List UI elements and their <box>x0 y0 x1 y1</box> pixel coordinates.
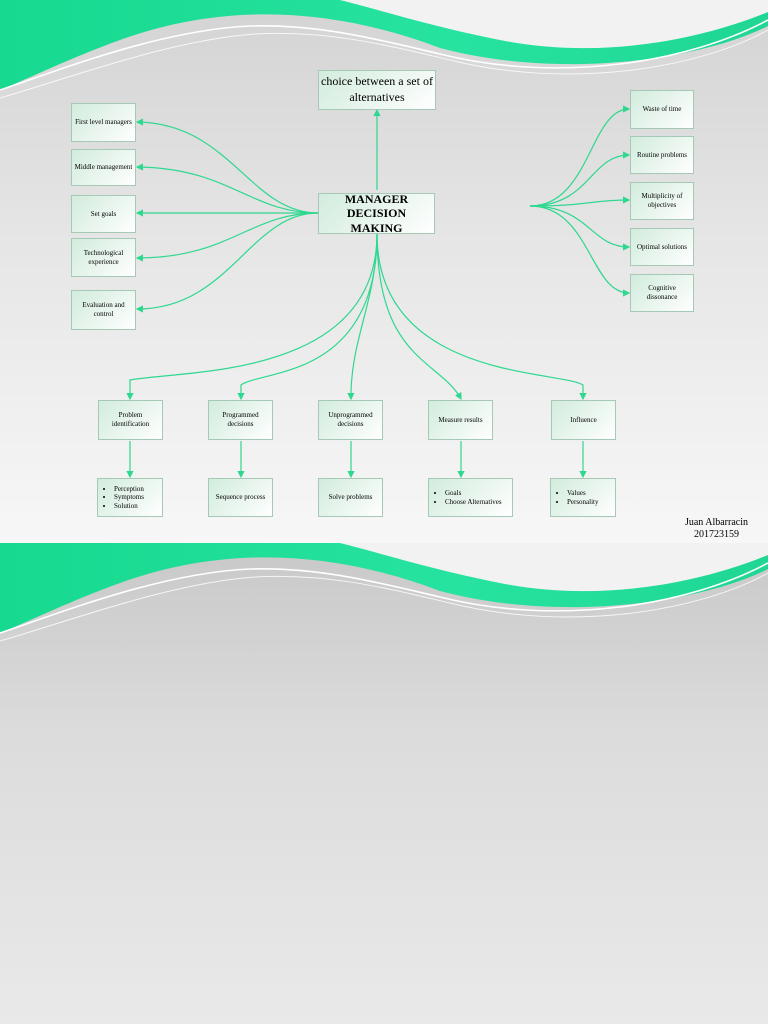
bottom-node-label: Programmed decisions <box>222 411 259 428</box>
left-node-label: First level managers <box>75 118 132 127</box>
right-node-label: Multiplicity of objectives <box>641 192 683 209</box>
right-node-label: Waste of time <box>642 105 682 114</box>
right-node-waste-of-time: Waste of time <box>630 90 694 129</box>
list-item: Goals <box>445 489 502 497</box>
left-node-label: Set goals <box>90 209 117 218</box>
bullet-list: Values Personality <box>553 489 599 506</box>
connector-lines <box>126 105 631 479</box>
sub-node-influence-list: Values Personality <box>550 478 616 517</box>
header-wave-decoration <box>0 0 768 99</box>
left-node-first-level-managers: First level managers <box>71 103 136 142</box>
sub-node-solve-problems: Solve problems <box>318 478 383 517</box>
left-node-set-goals: Set goals <box>71 195 136 233</box>
sub-node-label: Sequence process <box>215 493 266 502</box>
right-node-label: Optimal solutions <box>637 242 687 251</box>
center-text: MANAGER DECISION MAKING <box>344 191 409 235</box>
bottom-node-unprogrammed-decisions: Unprogrammed decisions <box>318 400 383 440</box>
sub-node-problem-list: Perception Symptoms Solution <box>97 478 163 517</box>
slide-2 <box>0 543 768 1024</box>
bullet-list: Goals Choose Alternatives <box>431 489 502 506</box>
left-node-label: Evaluation and control <box>82 301 125 318</box>
right-node-label: Routine problems <box>637 150 687 159</box>
left-node-middle-management: Middle management <box>71 149 136 186</box>
bottom-node-label: Unprogrammed decisions <box>328 411 373 428</box>
sub-node-label: Solve problems <box>328 493 373 502</box>
bottom-node-measure-results: Measure results <box>428 400 493 440</box>
list-item: Perception <box>114 485 144 493</box>
left-node-evaluation-and-control: Evaluation and control <box>71 290 136 330</box>
author-block: Juan Albarracin 201723159 <box>685 517 748 541</box>
list-item: Personality <box>567 498 599 506</box>
author-id: 201723159 <box>693 529 739 540</box>
sub-node-sequence-process: Sequence process <box>208 478 273 517</box>
right-node-multiplicity-of-objectives: Multiplicity of objectives <box>630 182 694 220</box>
left-node-label: Middle management <box>74 163 133 172</box>
bullet-list: Perception Symptoms Solution <box>100 485 144 510</box>
list-item: Symptoms <box>114 493 144 501</box>
bottom-node-problem-identification: Problem identification <box>98 400 163 440</box>
center-node: MANAGER DECISION MAKING <box>318 191 435 235</box>
header-wave-decoration <box>0 543 768 642</box>
bottom-node-label: Problem identification <box>111 411 150 428</box>
slide-1: choice between a set of alternatives MAN… <box>0 0 768 543</box>
bottom-node-label: Influence <box>570 415 597 424</box>
left-node-label: Technological experience <box>83 248 124 266</box>
list-item: Values <box>567 489 599 497</box>
author-name: Juan Albarracin <box>684 517 748 528</box>
title-text: choice between a set of alternatives <box>321 74 433 104</box>
title-node: choice between a set of alternatives <box>318 70 436 110</box>
list-item: Choose Alternatives <box>445 498 502 506</box>
right-node-label: Cognitive dissonance <box>646 284 678 301</box>
bottom-node-programmed-decisions: Programmed decisions <box>208 400 273 440</box>
list-item: Solution <box>114 502 144 510</box>
right-node-optimal-solutions: Optimal solutions <box>630 228 694 266</box>
bottom-node-label: Measure results <box>438 415 483 424</box>
left-node-technological-experience: Technological experience <box>71 238 136 277</box>
right-node-cognitive-dissonance: Cognitive dissonance <box>630 274 694 312</box>
right-node-routine-problems: Routine problems <box>630 136 694 174</box>
sub-node-measure-list: Goals Choose Alternatives <box>428 478 513 517</box>
bottom-node-influence: Influence <box>551 400 616 440</box>
